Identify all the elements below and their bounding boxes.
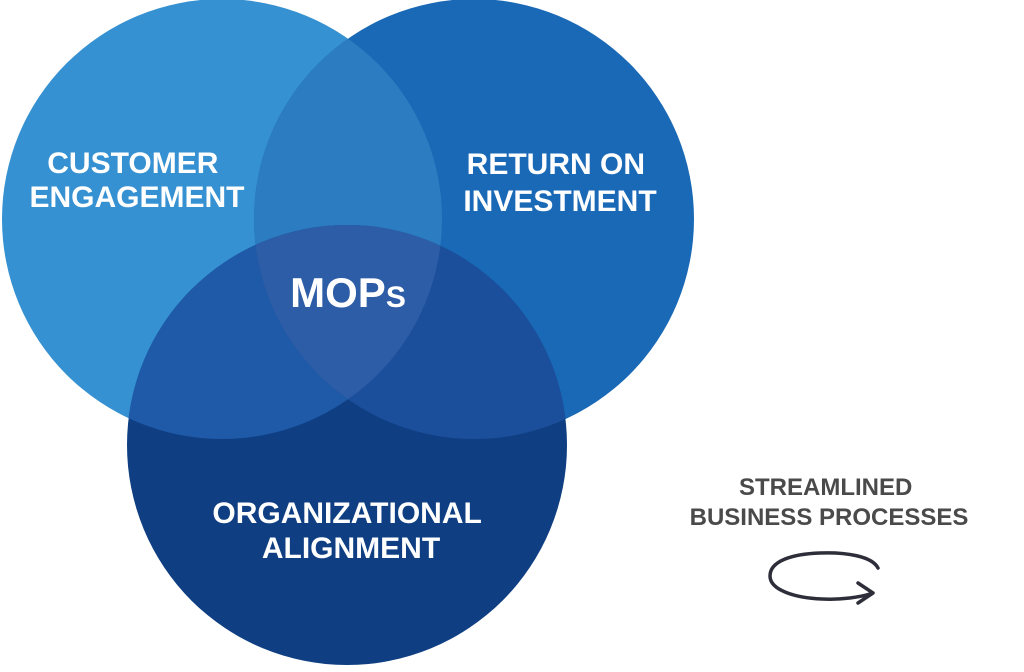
center-label-mops: MOPS (290, 269, 406, 316)
overlap-customer-alignment (127, 225, 442, 439)
overlap-roi-alignment (254, 225, 567, 439)
label-return-on-investment: RETURN ON INVESTMENT (463, 148, 656, 218)
side-note-streamlined-business-processes: STREAMLINED BUSINESS PROCESSES (690, 474, 969, 531)
label-customer-engagement: CUSTOMER ENGAGEMENT (29, 147, 244, 214)
cycle-arrow-icon (768, 551, 880, 605)
label-organizational-alignment: ORGANIZATIONAL ALIGNMENT (212, 497, 489, 565)
